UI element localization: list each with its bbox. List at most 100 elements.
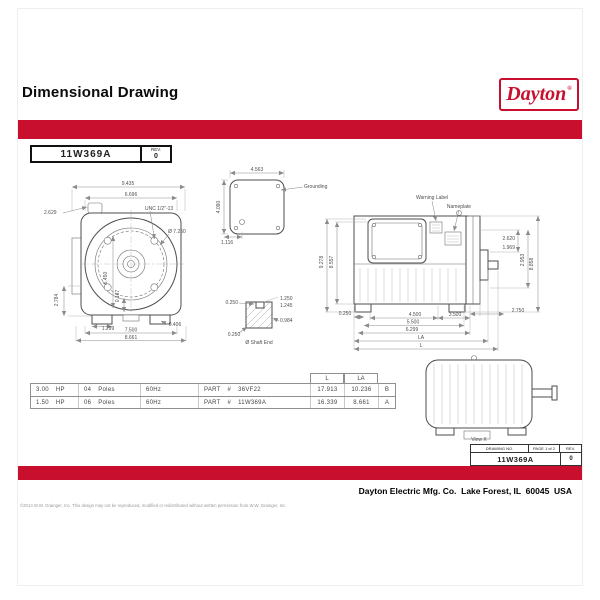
lifting-lug [87,202,103,214]
front-view [71,202,184,325]
shaft-view-x [531,388,553,398]
rev-value: 0 [154,152,158,160]
titleblock-rev-value: 0 [569,456,573,462]
cell-la: 10.236 [345,384,379,396]
dim-fv-tap: UNC 1/2"-13 [145,206,173,212]
conduit-box-view [229,179,285,235]
part-number: 11W369A [30,145,142,163]
cell-hz: 60Hz [141,397,199,408]
conduit-box [229,179,285,235]
side-view [353,210,499,313]
dim-sd-d2: 1.245 [280,303,293,309]
dim-sv-right4: 8.858 [529,258,535,271]
company-address: Dayton Electric Mfg. Co. Lake Forest, IL… [358,486,572,496]
side-bracket [71,237,82,295]
dim-sd-key-w: 0.250 [225,300,238,306]
view-x-caption: View X [471,437,487,443]
warning-label-text: Warning Label [416,195,448,201]
dim-sv-foot: 0.250 [339,311,352,317]
dim-sd-key-h: 0.250 [228,332,241,338]
dim-gb-offset: 1.116 [221,240,233,246]
shaft-end-block [551,385,558,401]
dim-fv-center-v2: 0.167 [115,290,121,303]
page-indicator: PAGE 1 of 2 [529,445,560,452]
eyebolt [456,210,462,216]
dim-fv-bottom4: 0.406 [169,322,182,328]
dim-sv-len4: 3.500 [449,312,462,318]
dim-sv-len5: 2.750 [512,308,525,314]
dim-sd-d1: 1.250 [280,296,293,302]
page-title: Dimensional Drawing [22,84,179,101]
brand-text: Dayton [506,83,567,105]
side-view-dimensions: Warning Label Nameplate 9.278 8.557 2.62… [319,195,541,352]
dim-sv-height1: 9.278 [319,256,325,269]
dim-fv-bottom3: 8.661 [125,335,138,341]
conduit-box-side [367,218,427,264]
cell-l: 17.913 [311,384,345,396]
cell-hp: 1.50 HP [31,397,79,408]
grounding-label: Grounding [304,184,328,190]
cell-code: B [384,387,390,393]
nameplate-plate [444,231,462,246]
table-row: 1.50 HP 06 Poles 60Hz PART # 11W369A 16.… [31,396,395,408]
rev-box: REV. 0 [142,145,172,163]
cell-code: A [384,399,390,406]
dim-sv-right3: 2.953 [520,254,526,267]
foot-view-x [435,427,455,436]
technical-drawing: 9.435 6.696 UNC 1/2"-13 Ø 7.250 2.629 2.… [44,167,558,443]
dim-gb-width: 4.563 [251,167,264,173]
drawing-number: 11W369A [471,453,561,465]
cell-part: PART # 11W369A [199,397,311,408]
dim-fv-width: 9.435 [122,181,135,187]
dim-fv-left-top: 2.629 [44,210,57,216]
dim-sv-len3: 6.299 [406,327,419,333]
col-header-l: L [310,373,344,383]
registered-mark: ® [567,86,572,92]
view-x: View X [425,355,558,443]
dim-sd-d3: 0.984 [280,318,293,324]
dim-fv-bolt-circle: Ø 7.250 [168,229,186,235]
dim-sv-l: L [420,343,423,349]
foot-left [91,314,113,325]
bolt-circle [97,230,165,298]
drawing-no-label: DRAWING NO. [471,445,529,452]
title-block: DRAWING NO. PAGE 1 of 2 REV. 11W369A 0 [470,444,582,466]
spec-table-headers: L LA [310,373,396,383]
keyway [255,301,265,309]
front-view-dimensions: 9.435 6.696 UNC 1/2"-13 Ø 7.250 2.629 2.… [44,181,187,343]
dim-sv-right2: 1.969 [502,245,515,251]
titleblock-rev-label: REV. [566,446,575,451]
bottom-red-bar [18,466,582,480]
dim-sv-right1: 2.620 [502,236,515,242]
bearing-hub [479,249,489,281]
dim-fv-width2: 6.696 [125,192,138,198]
base-block [463,430,491,440]
foot-view-x [507,427,527,436]
foot-left-side [354,303,372,313]
foot-right [149,314,171,325]
dim-sv-la: LA [418,335,425,341]
col-header-la: LA [344,373,378,383]
rev-label: REV. [150,147,162,153]
dim-fv-bottom1: 1.299 [102,326,115,332]
shaft-end-caption: Ø Shaft End [245,340,272,346]
shaft-center [127,260,135,268]
cell-hz: 60Hz [141,384,199,396]
dim-gb-height: 4.090 [216,201,222,214]
cell-part: PART # 36VF22 [199,384,311,396]
dim-sv-len2: 5.500 [407,320,420,326]
nameplate-text: Nameplate [447,204,471,210]
shaft-end-detail: 0.250 1.250 1.245 0.984 0.250 Ø Shaft En… [225,296,292,346]
dayton-logo: Dayton® [499,78,579,111]
bolt-hole [103,236,112,245]
top-red-bar [18,120,582,139]
cell-l: 16.339 [311,397,345,408]
foot-right-side [448,303,466,313]
warning-label-plate [429,221,443,234]
cell-poles: 04 Poles [79,384,141,396]
conduit-box-dimensions: 4.563 4.090 1.116 Grounding [216,167,328,246]
cell-la: 8.661 [345,397,379,408]
cell-poles: 06 Poles [79,397,141,408]
shaft [487,260,499,270]
part-number-box: 11W369A REV. 0 [30,145,172,163]
